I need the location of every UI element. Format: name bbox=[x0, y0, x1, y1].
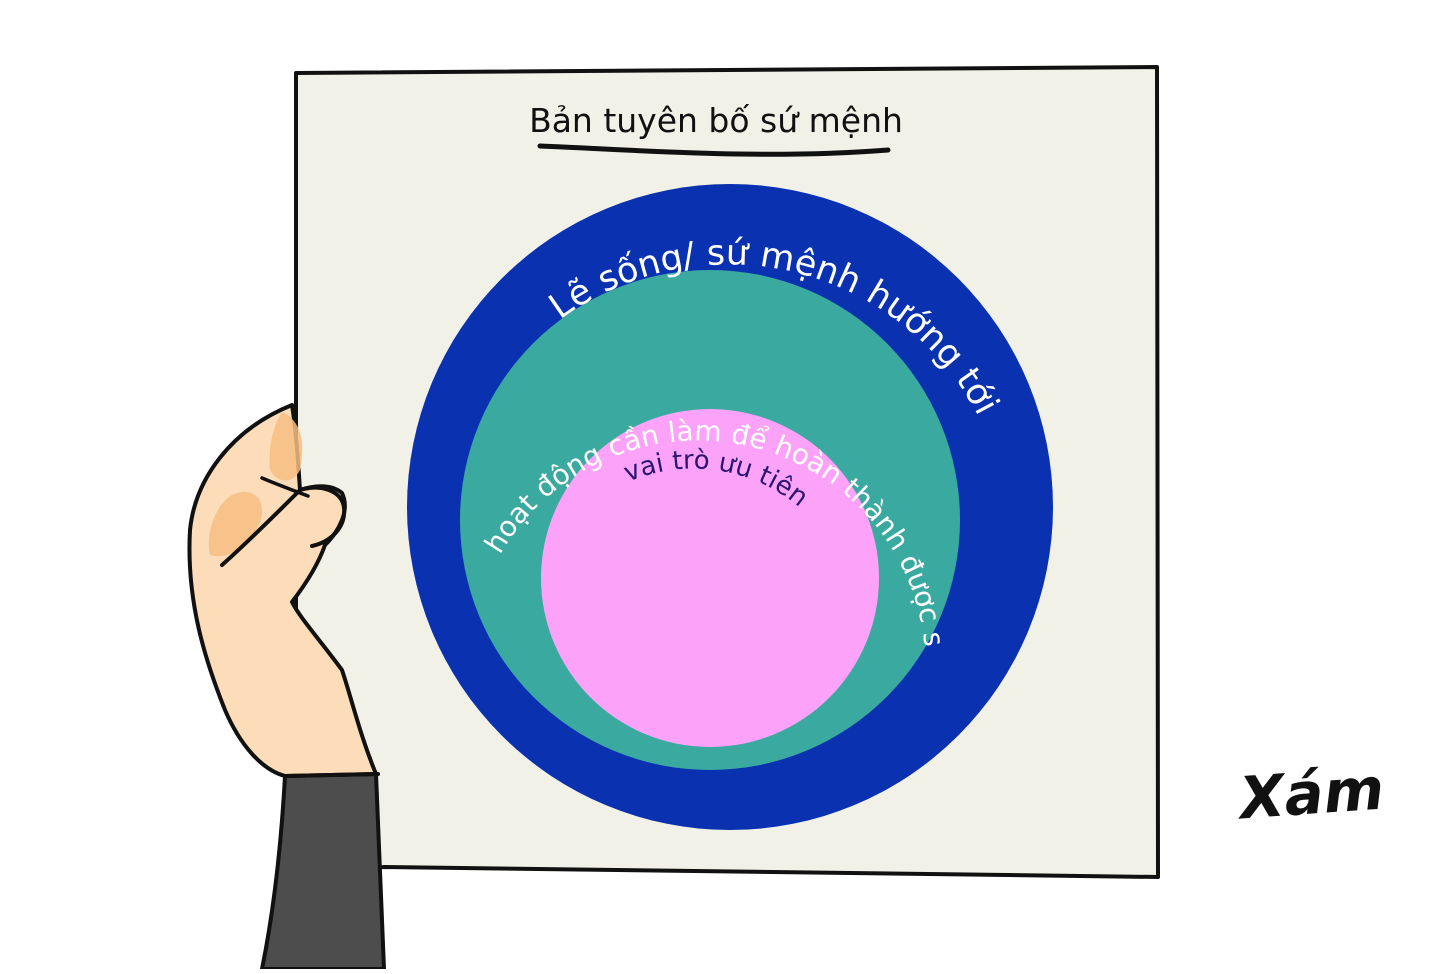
knuckle-line bbox=[260, 476, 310, 498]
signature: Xám bbox=[1234, 755, 1386, 833]
inner-circle bbox=[541, 409, 879, 747]
hand-highlight bbox=[269, 412, 303, 481]
hand-highlight bbox=[208, 491, 263, 557]
sleeve bbox=[260, 772, 386, 971]
title-underline bbox=[537, 143, 891, 157]
thumb-outline bbox=[220, 485, 347, 567]
cuff-line bbox=[283, 772, 380, 778]
board-title: Bản tuyên bố sứ mệnh bbox=[529, 101, 903, 140]
